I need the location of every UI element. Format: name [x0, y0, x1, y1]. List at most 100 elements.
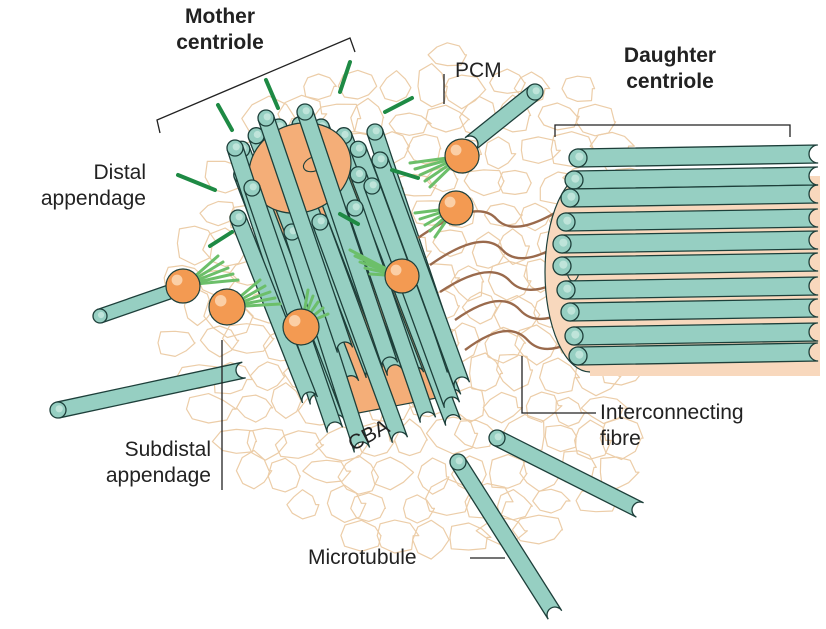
pcm-blob	[211, 428, 258, 454]
distal-appendage	[383, 96, 414, 114]
daughter-centriole-cylinder	[544, 144, 820, 376]
pcm-blob	[337, 69, 378, 100]
subdistal-appendage-label-line1: Subdistal	[124, 438, 211, 461]
pcm-blob	[489, 453, 528, 489]
pcm-blob	[484, 136, 517, 170]
pcm-blob	[483, 203, 523, 227]
pcm-blob	[496, 489, 533, 521]
microtubule-body	[569, 298, 819, 322]
microtubule-end-highlight	[369, 181, 377, 189]
microtubule-body	[573, 322, 819, 346]
microtubule-body	[569, 184, 819, 208]
pcm-blob	[370, 456, 415, 491]
distal-appendage-label-line1: Distal	[93, 161, 146, 184]
pcm-label: PCM	[455, 59, 502, 82]
microtubule-body	[363, 182, 461, 408]
microtubule-end-highlight	[372, 127, 380, 135]
microtubule-end-highlight	[341, 130, 349, 139]
pcm-blob	[469, 352, 504, 392]
distal-appendage	[338, 212, 360, 226]
pcm-blob	[561, 75, 596, 102]
microtubule	[564, 322, 819, 346]
pcm-blob	[537, 102, 580, 131]
distal-appendage-label-line2: appendage	[40, 187, 146, 210]
pcm-blob	[520, 136, 561, 164]
microtubule	[568, 342, 819, 366]
microtubule-body	[450, 456, 563, 620]
microtubule-end-highlight	[235, 213, 243, 221]
pcm-blob	[185, 393, 237, 424]
pcm-blob	[235, 394, 274, 423]
microtubule-end-highlight	[232, 143, 240, 151]
microtubule	[92, 282, 178, 324]
microtubule-end-highlight	[571, 174, 580, 183]
pcm-blob	[274, 430, 325, 459]
pcm-blob	[394, 418, 428, 457]
microtubule-body	[257, 114, 354, 353]
microtubule-end-highlight	[302, 107, 310, 115]
pcm-blob	[424, 167, 459, 193]
subdistal-appendage-label: Subdistal appendage	[60, 437, 211, 489]
pcm-blob	[199, 325, 240, 358]
pcm-blob	[525, 391, 563, 423]
subdistal-appendage-ball	[282, 308, 320, 346]
microtubule	[243, 179, 344, 433]
interconnecting-fibre-label-line1: Interconnecting	[600, 401, 744, 424]
subdistal-appendage-ball	[384, 258, 420, 294]
microtubule-end-highlight	[352, 203, 360, 211]
microtubule-end-highlight	[377, 155, 385, 163]
mother-centriole-label-line2: centriole	[176, 31, 264, 54]
microtubule	[283, 223, 371, 453]
pcm-blob	[417, 457, 450, 495]
mother-centriole-bracket	[156, 37, 356, 134]
pcm-blob	[574, 419, 612, 460]
appendage-ball-highlight	[390, 264, 402, 276]
subdistal-appendage-ball	[444, 138, 480, 174]
pcm-blob	[575, 103, 617, 137]
pcm-blob	[496, 353, 534, 392]
pcm-blob	[497, 228, 530, 265]
mother-centriole-cylinder	[226, 103, 471, 453]
pcm-blob	[246, 427, 288, 461]
microtubule	[296, 103, 399, 368]
microtubule	[229, 209, 319, 404]
pcm-blob	[425, 416, 479, 455]
pcm-blob	[286, 489, 320, 520]
microtubule-end-highlight	[253, 130, 261, 139]
subdistal-appendage-ball	[165, 268, 201, 304]
microtubule	[552, 230, 819, 254]
microtubule-body	[229, 214, 319, 404]
pcm-blob	[388, 112, 432, 136]
pcm-blob	[449, 522, 492, 551]
microtubule	[49, 361, 246, 419]
microtubule-end-highlight	[455, 457, 463, 465]
distal-appendage	[264, 78, 280, 110]
microtubule-end-highlight	[559, 260, 568, 269]
microtubule	[556, 276, 819, 300]
appendage-ball-highlight	[450, 144, 462, 156]
pcm-blob	[326, 484, 367, 523]
pcm-blob	[157, 330, 196, 357]
interconnecting-fibre-label-line2: fibre	[600, 427, 641, 450]
pcm-blob	[270, 382, 302, 419]
pcm-blob	[599, 416, 644, 461]
pcm-blob	[544, 424, 578, 453]
pcm-blob	[379, 70, 412, 103]
distal-appendage-label: Distal appendage	[0, 160, 146, 212]
pcm-blob	[412, 519, 450, 560]
microtubule-end-highlight	[567, 306, 576, 315]
pcm-blob	[406, 133, 442, 165]
daughter-centriole-bracket	[554, 124, 791, 137]
microtubule-end-highlight	[355, 169, 364, 178]
pcm-blob	[350, 492, 386, 522]
microtubule-body	[577, 144, 819, 168]
microtubule	[560, 184, 819, 208]
pcm-blob	[532, 488, 571, 514]
microtubule-body	[561, 230, 819, 254]
microtubule	[552, 252, 819, 276]
microtubule-end-highlight	[571, 330, 580, 339]
interconnecting-fibre-label: Interconnecting fibre	[600, 400, 744, 452]
microtubule-end-highlight	[567, 192, 576, 201]
